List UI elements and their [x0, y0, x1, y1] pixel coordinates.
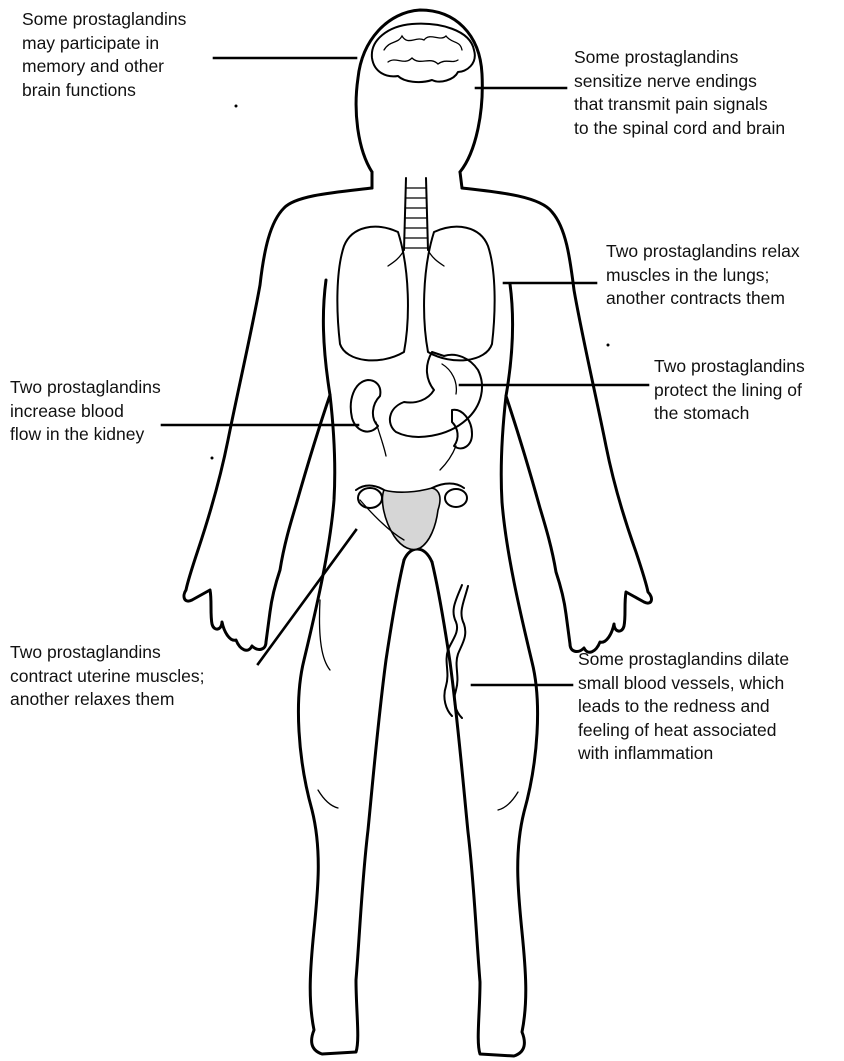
brain-outline: [372, 24, 475, 82]
trachea-outline: [404, 178, 428, 250]
left-torso-edge: [323, 280, 330, 395]
right-leg-outline: [432, 396, 538, 1056]
annotation-vessels: Some prostaglandins dilate small blood v…: [578, 648, 789, 766]
annotation-stomach: Two prostaglandins protect the lining of…: [654, 355, 805, 426]
left-ureter: [376, 422, 386, 456]
stomach-fold: [442, 364, 456, 394]
annotation-uterus: Two prostaglandins contract uterine musc…: [10, 641, 205, 712]
right-lung: [424, 227, 495, 361]
trachea-organ: [388, 178, 444, 266]
lungs-organ: [337, 227, 494, 361]
left-arm-outline: [184, 188, 372, 650]
annotation-lungs: Two prostaglandins relax muscles in the …: [606, 240, 800, 311]
left-shin-hint: [319, 600, 330, 670]
blood-vessel-right: [454, 586, 468, 718]
right-knee-hint: [498, 792, 518, 810]
stomach-organ: [390, 352, 482, 437]
right-ovary: [445, 489, 467, 507]
brain-folds: [384, 36, 462, 64]
right-kidney: [452, 410, 472, 449]
leader-lines: [162, 58, 648, 685]
bronchi: [388, 250, 444, 266]
right-ureter: [440, 446, 456, 470]
brain-organ: [372, 24, 475, 82]
annotation-kidney: Two prostaglandins increase blood flow i…: [10, 376, 161, 447]
kidneys-organ: [351, 380, 472, 470]
stomach-outline: [390, 352, 482, 437]
left-lung: [337, 227, 408, 361]
neck-right: [460, 172, 462, 188]
right-torso-edge: [506, 284, 513, 396]
annotation-pain: Some prostaglandins sensitize nerve endi…: [574, 46, 785, 140]
uterus-organ: [356, 484, 467, 550]
left-knee-hint: [318, 790, 338, 808]
annotation-brain: Some prostaglandins may participate in m…: [22, 8, 186, 102]
trachea-rings: [404, 188, 428, 248]
left-ovary: [358, 488, 382, 508]
blood-vessel-organ: [444, 585, 468, 718]
uterus-body: [382, 488, 440, 550]
crotch-outline: [404, 549, 432, 562]
